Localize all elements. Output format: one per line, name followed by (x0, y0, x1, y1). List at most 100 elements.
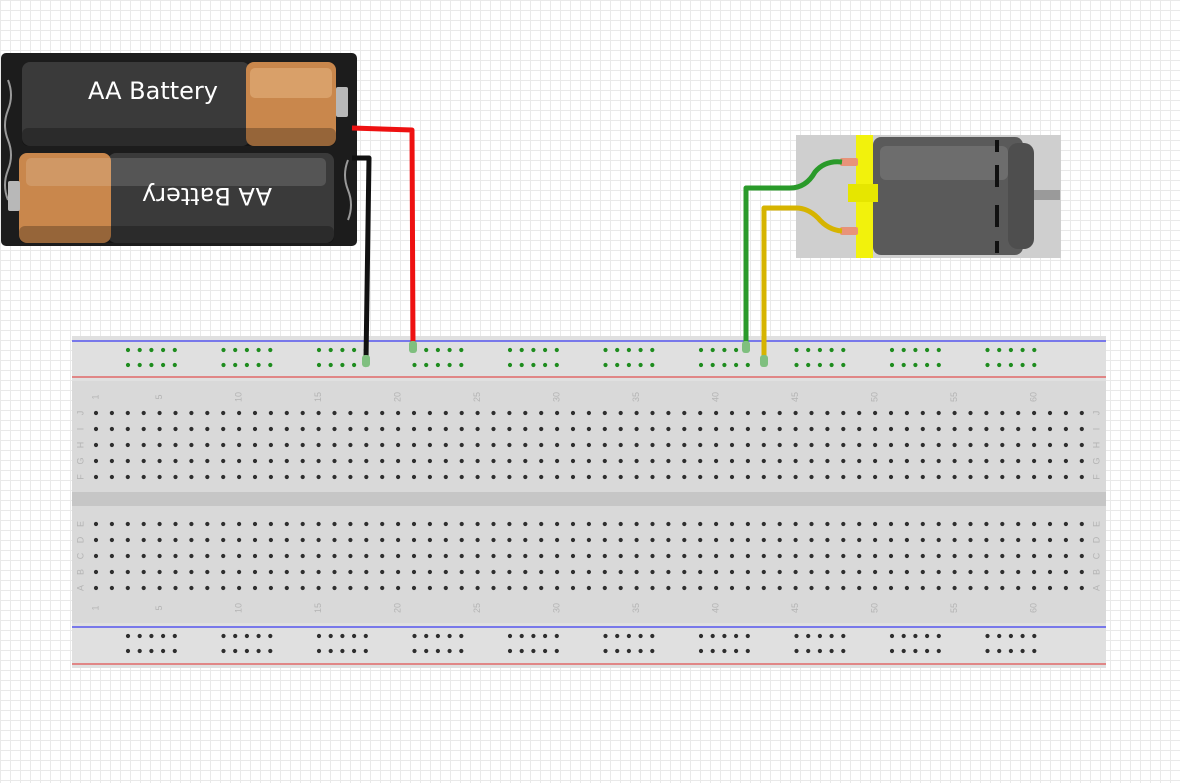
breadboard-hole (793, 410, 798, 416)
breadboard-hole (777, 521, 782, 527)
wire-battery-positive[interactable] (351, 125, 416, 347)
power-rail-hole (985, 648, 990, 654)
bottom-battery-label: AA Battery (142, 182, 272, 210)
breadboard-hole (1000, 521, 1005, 527)
breadboard-hole (825, 553, 830, 559)
wire-pin-end (409, 341, 417, 353)
row-label: E (75, 521, 85, 527)
breadboard-hole (173, 458, 178, 464)
power-rail-hole (554, 362, 559, 368)
power-rail-hole (901, 648, 906, 654)
wire-motor-yellow[interactable] (761, 205, 843, 360)
breadboard-hole (252, 553, 258, 559)
power-rail-hole (316, 362, 322, 368)
breadboard-hole (125, 426, 130, 432)
breadboard-hole (205, 569, 210, 575)
breadboard-hole (1032, 521, 1037, 527)
breadboard-hole (237, 426, 242, 432)
power-rail-hole (626, 362, 632, 368)
breadboard-hole (841, 569, 846, 575)
column-label: 45 (790, 603, 800, 613)
power-rail-hole (424, 362, 429, 368)
breadboard-hole (332, 569, 337, 575)
breadboard-hole (364, 585, 369, 591)
breadboard-hole (125, 474, 130, 480)
power-rail-hole (268, 648, 273, 654)
breadboard-hole (555, 537, 560, 543)
breadboard-hole (984, 521, 989, 527)
breadboard-hole (555, 426, 560, 432)
breadboard-hole (332, 537, 337, 543)
power-rail-hole (221, 347, 226, 353)
breadboard-hole (714, 458, 719, 464)
power-rail-hole (435, 362, 440, 368)
breadboard-hole (936, 585, 941, 591)
breadboard-hole (475, 521, 480, 527)
breadboard-hole (888, 426, 894, 432)
power-rail-hole (1020, 347, 1025, 353)
breadboard-hole (714, 442, 719, 448)
power-rail-hole (698, 648, 704, 654)
breadboard-hole (523, 569, 528, 575)
breadboard-hole (1079, 410, 1084, 416)
power-rail-hole (710, 347, 715, 353)
breadboard-hole (920, 426, 925, 432)
breadboard-hole (268, 537, 273, 543)
breadboard-hole (507, 585, 512, 591)
power-rail-hole (316, 633, 322, 639)
breadboard-hole (364, 521, 369, 527)
power-rail-hole (256, 347, 261, 353)
breadboard-hole (745, 521, 751, 527)
breadboard-hole (523, 585, 528, 591)
breadboard-hole (698, 585, 703, 591)
power-rail-hole (221, 362, 226, 368)
power-rail-hole (137, 633, 142, 639)
breadboard-hole (714, 521, 719, 527)
breadboard-hole (539, 521, 544, 527)
breadboard-hole (745, 442, 751, 448)
breadboard-hole (618, 553, 623, 559)
breadboard-hole (491, 585, 496, 591)
breadboard-hole (570, 537, 576, 543)
breadboard-hole (380, 442, 385, 448)
power-rail-hole (256, 648, 261, 654)
breadboard-hole (634, 585, 639, 591)
breadboard-hole (920, 585, 925, 591)
breadboard-hole (539, 426, 544, 432)
wire-motor-green[interactable] (743, 159, 843, 346)
power-rail-hole (543, 648, 548, 654)
breadboard-hole (952, 521, 957, 527)
row-label: A (75, 585, 85, 591)
power-rail-hole (1032, 347, 1037, 353)
column-label: 30 (551, 603, 561, 613)
breadboard-hole (1079, 569, 1084, 575)
breadboard-hole (809, 585, 814, 591)
breadboard-hole (777, 442, 782, 448)
breadboard-hole (125, 585, 130, 591)
power-rail-hole (125, 347, 131, 353)
power-rail-hole (221, 633, 226, 639)
breadboard-hole (809, 474, 814, 480)
breadboard-hole (666, 474, 671, 480)
breadboard-hole (650, 474, 655, 480)
breadboard-hole (952, 410, 957, 416)
breadboard-hole (268, 442, 273, 448)
breadboard-hole (221, 521, 226, 527)
breadboard-hole (93, 410, 99, 416)
breadboard-hole (873, 585, 878, 591)
power-rail-hole (172, 362, 177, 368)
breadboard-hole (1000, 474, 1005, 480)
breadboard-hole (904, 442, 910, 448)
breadboard-hole (173, 537, 178, 543)
breadboard-hole (745, 458, 751, 464)
breadboard-hole (237, 569, 242, 575)
breadboard-hole (189, 426, 194, 432)
breadboard-hole (221, 410, 226, 416)
breadboard-hole (984, 426, 989, 432)
breadboard-hole (93, 585, 99, 591)
breadboard-hole (93, 474, 99, 480)
wire-battery-negative[interactable] (352, 155, 372, 361)
power-rail-hole (829, 362, 834, 368)
power-rail-hole (435, 633, 440, 639)
breadboard-hole (888, 569, 894, 575)
